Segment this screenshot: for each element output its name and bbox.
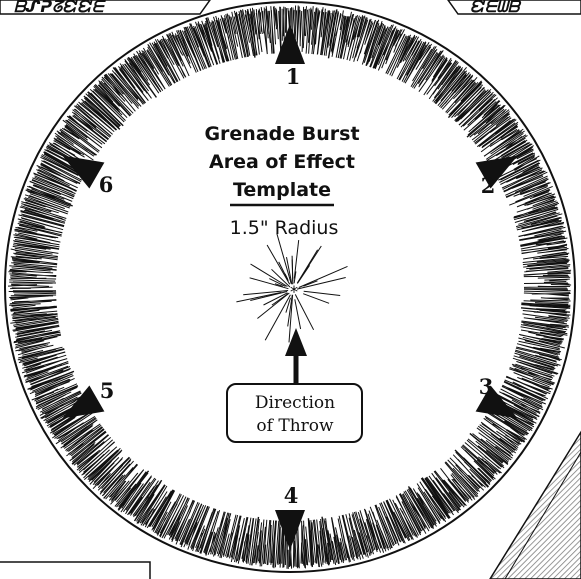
top-right-corner-tab: ᘿᗴᗯᗷ <box>448 0 581 16</box>
direction-number-6: 6 <box>99 172 114 197</box>
callout-line-2: of Throw <box>256 416 334 436</box>
bottom-left-box-edge <box>0 562 150 579</box>
template-title-line-2: Area of Effect <box>209 151 355 173</box>
top-left-corner-text: ᗷᔑᕈᘔᘿᘿᗴ <box>14 0 107 16</box>
top-left-corner-tab: ᗷᔑᕈᘔᘿᘿᗴ <box>0 0 210 16</box>
top-right-corner-text: ᘿᗴᗯᗷ <box>470 0 522 16</box>
center-burst-line <box>292 260 293 282</box>
template-title-line-3: Template <box>233 179 331 201</box>
throw-direction-callout: Direction of Throw <box>227 384 362 442</box>
direction-number-1: 1 <box>286 64 301 89</box>
direction-number-4: 4 <box>284 483 299 508</box>
direction-number-5: 5 <box>100 378 115 403</box>
radius-label: 1.5" Radius <box>230 217 339 239</box>
center-point-marker: * <box>290 282 298 301</box>
direction-number-2: 2 <box>481 173 496 198</box>
direction-number-3: 3 <box>479 374 494 399</box>
callout-line-1: Direction <box>255 393 335 413</box>
template-title-line-1: Grenade Burst <box>204 123 359 145</box>
